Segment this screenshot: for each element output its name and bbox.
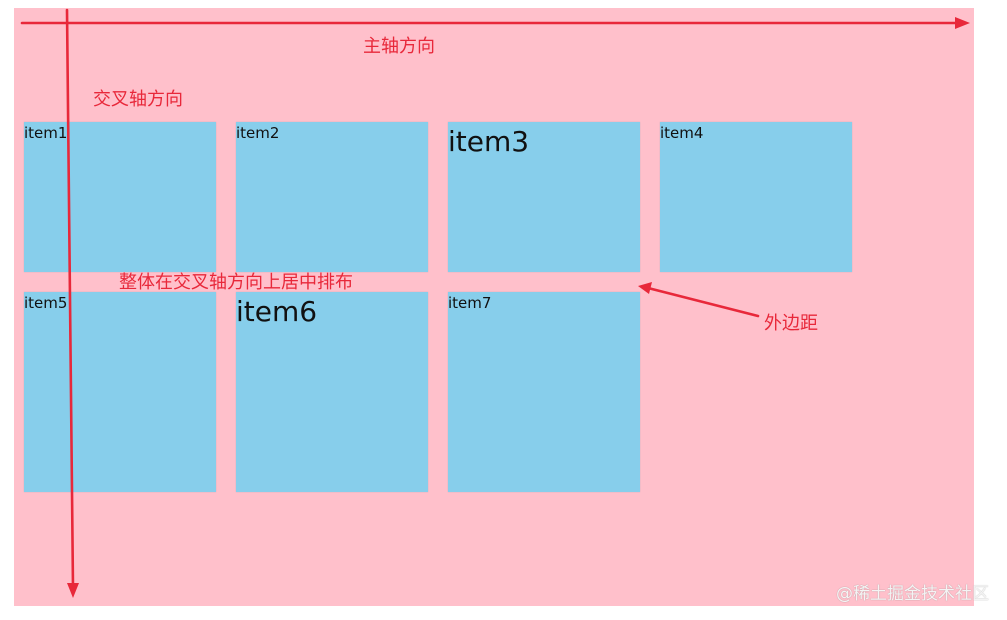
watermark-text: @稀土掘金技术社区 bbox=[836, 584, 989, 604]
margin-label: 外边距 bbox=[764, 313, 818, 334]
item-label: item7 bbox=[448, 294, 492, 312]
item-label: item6 bbox=[236, 295, 318, 328]
flex-item-3: item3 bbox=[448, 122, 640, 272]
flex-item-5: item5 bbox=[24, 292, 216, 492]
flex-item-2: item2 bbox=[236, 122, 428, 272]
flex-item-1: item1 bbox=[24, 122, 216, 272]
item-label: item2 bbox=[236, 124, 280, 142]
main-axis-label: 主轴方向 bbox=[363, 36, 435, 57]
cross-axis-label: 交叉轴方向 bbox=[93, 89, 183, 110]
center-alignment-label: 整体在交叉轴方向上居中排布 bbox=[119, 272, 353, 293]
item-label: item1 bbox=[24, 124, 68, 142]
flex-item-6: item6 bbox=[236, 292, 428, 492]
item-label: item4 bbox=[660, 124, 704, 142]
flex-item-7: item7 bbox=[448, 292, 640, 492]
flex-item-4: item4 bbox=[660, 122, 852, 272]
item-label: item3 bbox=[448, 125, 530, 158]
item-label: item5 bbox=[24, 294, 68, 312]
